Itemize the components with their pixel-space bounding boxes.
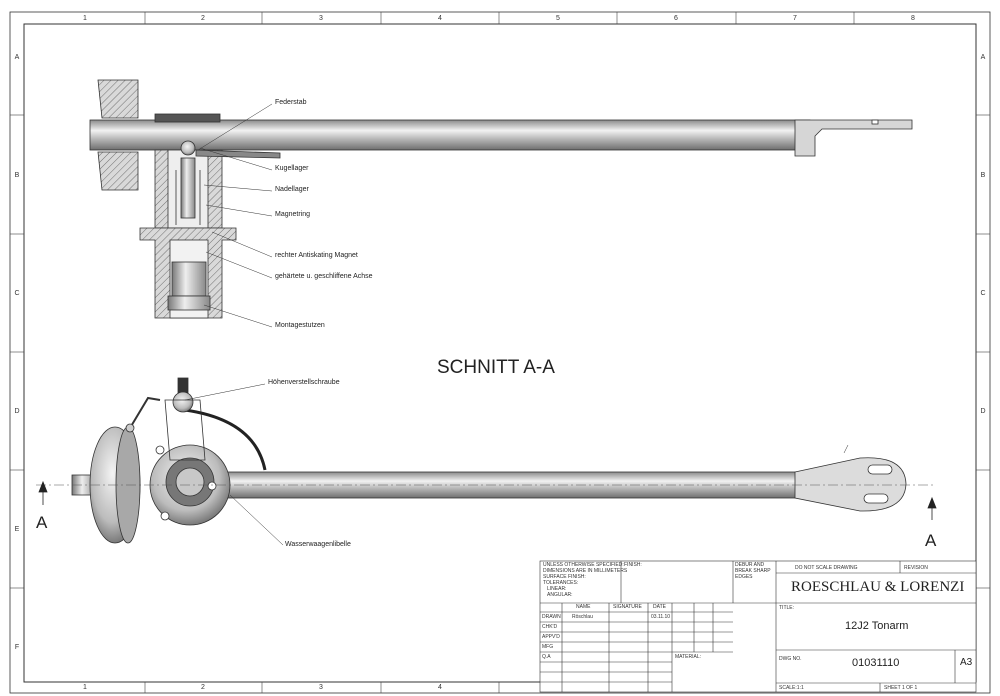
tb-sheet: SHEET 1 OF 1 (884, 685, 918, 691)
section-markers (38, 480, 937, 520)
tb-header-name: NAME (576, 604, 591, 610)
tb-unless-4: LINEAR: (547, 586, 567, 592)
tb-do-not-scale: DO NOT SCALE DRAWING (795, 565, 858, 571)
tb-revision: REVISION (904, 565, 928, 571)
tb-deburr-2: EDGES (735, 574, 753, 580)
inner-border (23, 23, 977, 683)
sheet-size: A3 (960, 657, 973, 668)
tb-header-signature: SIGNATURE (613, 604, 642, 610)
zone-col-2: 2 (201, 15, 205, 22)
zone-col-1-bottom: 1 (83, 684, 87, 691)
top-view (71, 377, 907, 544)
tb-row-role: CHK'D (542, 624, 558, 630)
zone-col-4: 4 (438, 15, 442, 22)
tb-row-role: APPV'D (542, 634, 560, 640)
tb-unless-2: SURFACE FINISH: (543, 574, 586, 580)
zone-col-8: 8 (911, 15, 915, 22)
zone-row-a-right: A (980, 54, 986, 61)
zone-col-6: 6 (674, 15, 678, 22)
tb-dwg-label: DWG NO. (779, 656, 802, 662)
section-view (89, 79, 913, 319)
callout-leaders (197, 103, 273, 328)
tb-unless-0: UNLESS OTHERWISE SPECIFIED: (543, 562, 624, 568)
tb-finish: FINISH: (624, 562, 642, 568)
tb-row-date: 03.11.10 (651, 614, 671, 620)
callout-achse: gehärtete u. geschliffene Achse (275, 273, 373, 280)
zone-row-d: D (14, 408, 20, 415)
callout-montagestutzen: Montagestutzen (275, 322, 325, 329)
zone-row-d-right: D (980, 408, 986, 415)
zone-row-c: C (14, 290, 20, 297)
section-cut-label-right: A (925, 531, 937, 550)
callout-nadellager: Nadellager (275, 186, 309, 193)
callout-magnetring: Magnetring (275, 211, 311, 218)
tb-unless-5: ANGULAR: (547, 592, 573, 598)
zone-col-5: 5 (556, 15, 560, 22)
tb-header-date: DATE (653, 604, 666, 610)
drawing-title: 12J2 Tonarm (845, 620, 909, 632)
arm-tube-section (89, 119, 811, 151)
zone-col-1: 1 (83, 15, 87, 22)
tb-row-role: DRAWN (542, 614, 561, 620)
counterweight-section (97, 79, 139, 119)
zone-col-2-bottom: 2 (201, 684, 205, 691)
callout-federstab: Federstab (275, 99, 307, 106)
tb-deburr-1: BREAK SHARP (735, 568, 771, 574)
company-name: ROESCHLAU & LORENZI (791, 579, 965, 595)
title-block-grid (539, 560, 977, 693)
zone-row-b: B (14, 172, 20, 179)
outer-border (9, 11, 991, 694)
callout-hoehenverstell: Höhenverstellschraube (268, 379, 340, 386)
section-title: SCHNITT A-A (437, 357, 555, 378)
tb-scale: SCALE:1:1 (779, 685, 804, 691)
zone-row-a: A (14, 54, 20, 61)
zone-row-f: F (14, 644, 20, 651)
tb-title-label: TITLE: (779, 605, 795, 611)
tb-row-role: MFG (542, 644, 554, 650)
callout-antiskating: rechter Antiskating Magnet (275, 252, 358, 259)
headshell-section (794, 119, 913, 157)
zone-ticks (10, 12, 990, 693)
tb-material: MATERIAL: (675, 654, 702, 660)
zone-col-7: 7 (793, 15, 797, 22)
tb-row-name: Röschlau (572, 614, 593, 620)
tb-unless-3: TOLERANCES: (543, 580, 579, 586)
tb-unless-1: DIMENSIONS ARE IN MILLIMETERS (543, 568, 628, 574)
zone-row-c-right: C (980, 290, 986, 297)
zone-col-3: 3 (319, 15, 323, 22)
tb-deburr-0: DEBUR AND (735, 562, 765, 568)
callout-libelle: Wasserwaagenlibelle (285, 541, 351, 548)
drawing-number: 01031110 (852, 657, 900, 669)
zone-row-b-right: B (980, 172, 986, 179)
zone-col-3-bottom: 3 (319, 684, 323, 691)
zone-col-4-bottom: 4 (438, 684, 442, 691)
tb-row-role: Q.A (542, 654, 551, 660)
callout-kugellager: Kugellager (275, 165, 309, 172)
zone-row-e: E (14, 526, 20, 533)
section-cut-label-left: A (36, 513, 48, 532)
